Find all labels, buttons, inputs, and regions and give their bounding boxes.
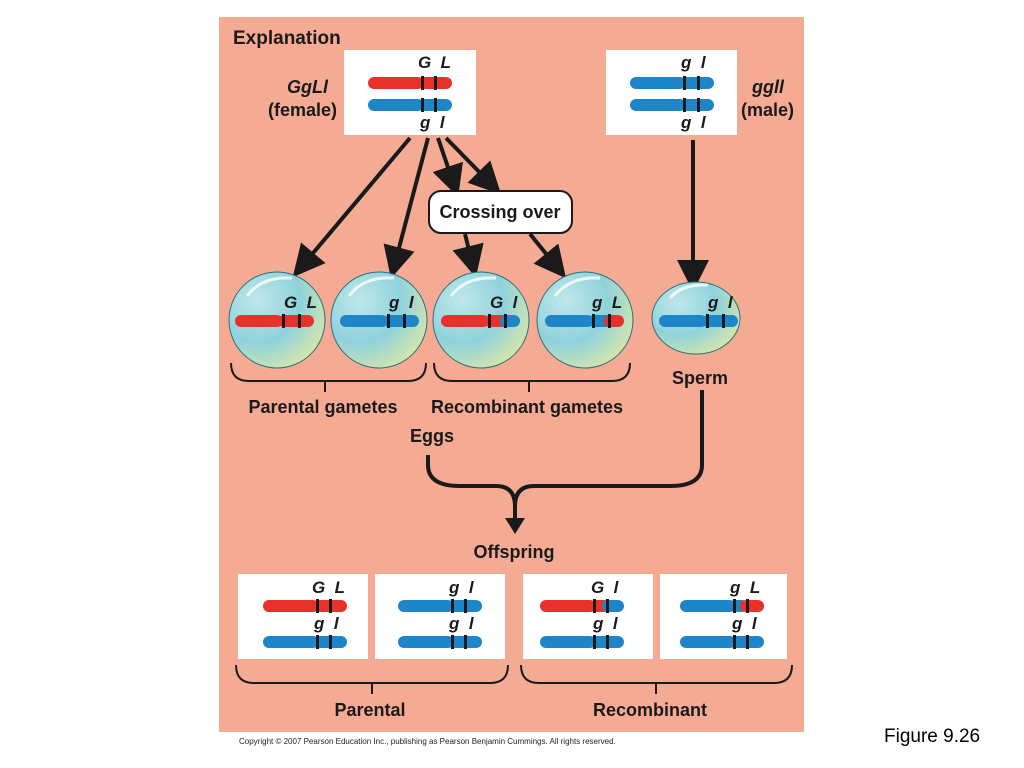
arrow-to-crossover-1 [432,137,463,198]
arrow-to-gamete-1 [292,136,412,278]
male-sex: (male) [741,100,794,120]
offspring-label: Offspring [474,542,555,562]
offspring-3-bottom: g l [592,614,619,633]
gamete-1: G L [228,271,326,369]
arrow-crossover-to-gamete-3 [452,233,484,278]
female-box [344,50,476,135]
gamete-1-labels: G L [284,293,317,312]
sperm-labels: g l [707,293,734,312]
fertilization-arrow [426,390,704,520]
male-chromosome-blue-1 [630,76,714,90]
female-bottom-labels: g l [419,113,446,132]
arrow-to-gamete-2 [383,137,430,279]
offspring-3-top: G l [591,578,620,597]
parental-bracket [235,664,509,694]
fertilization-arrowhead [505,518,525,534]
arrow-to-crossover-2 [444,136,502,195]
offspring-4-top: g L [729,578,760,597]
parental-label: Parental [334,700,405,720]
crossing-over-label: Crossing over [439,202,560,222]
male-bottom-labels: g l [680,113,707,132]
parental-gametes-bracket [230,362,427,392]
offspring-brackets [235,664,793,694]
gamete-4-labels: g L [591,293,622,312]
gamete-3-labels: G l [490,293,519,312]
offspring-box-1: G L g l [238,574,368,659]
gamete-2: g l [330,271,428,369]
female-genotype: GgLl [287,77,329,97]
gamete-3: G l [432,271,530,369]
gamete-brackets [230,362,631,392]
offspring-1-bottom: g l [313,614,340,633]
copyright-notice: Copyright © 2007 Pearson Education Inc.,… [239,737,616,746]
gamete-4: g L [536,271,634,369]
recombinant-gametes-bracket [433,362,631,392]
recombinant-label: Recombinant [593,700,707,720]
male-chromosome-blue-2 [630,98,714,112]
parental-gametes-label: Parental gametes [248,397,397,417]
female-arrows [292,136,709,292]
male-genotype: ggll [751,77,785,97]
offspring-box-2: g l g l [375,574,505,659]
male-parent: g l g l ggll (male) [606,50,794,135]
title: Explanation [233,28,341,49]
female-sex: (female) [268,100,337,120]
female-chromosome-blue [368,98,452,112]
offspring-box-3: G l g l [523,574,653,659]
offspring-1-top: G L [312,578,345,597]
recombinant-gametes-label: Recombinant gametes [431,397,623,417]
offspring-4-bottom: g l [731,614,758,633]
offspring-2-top: g l [448,578,475,597]
offspring-box-4: g L g l [660,574,787,659]
female-chromosome-red [368,76,452,90]
sperm-label: Sperm [672,368,728,388]
gamete-2-labels: g l [388,293,415,312]
female-top-labels: G L [418,53,451,72]
arrow-crossover-to-gamete-4 [528,232,567,279]
female-parent: G L g l GgLl (female) [268,50,476,135]
sperm-cell: g l [651,281,741,355]
recombinant-bracket [520,664,793,694]
eggs-label: Eggs [410,426,454,446]
crossing-over-box [428,190,573,234]
male-top-labels: g l [680,53,707,72]
offspring-2-bottom: g l [448,614,475,633]
male-box [606,50,737,135]
figure-caption: Figure 9.26 [884,726,981,747]
